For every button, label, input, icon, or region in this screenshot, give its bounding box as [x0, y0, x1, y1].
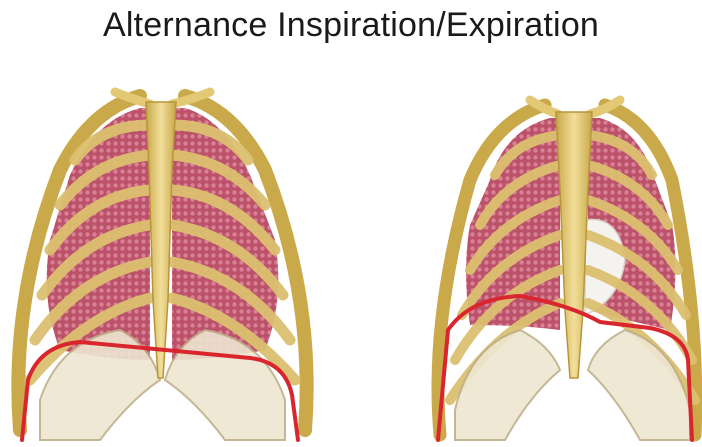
inspiration-rib-cage [18, 92, 306, 440]
sternum-inspiration [146, 102, 176, 378]
expiration-rib-cage [438, 100, 696, 440]
